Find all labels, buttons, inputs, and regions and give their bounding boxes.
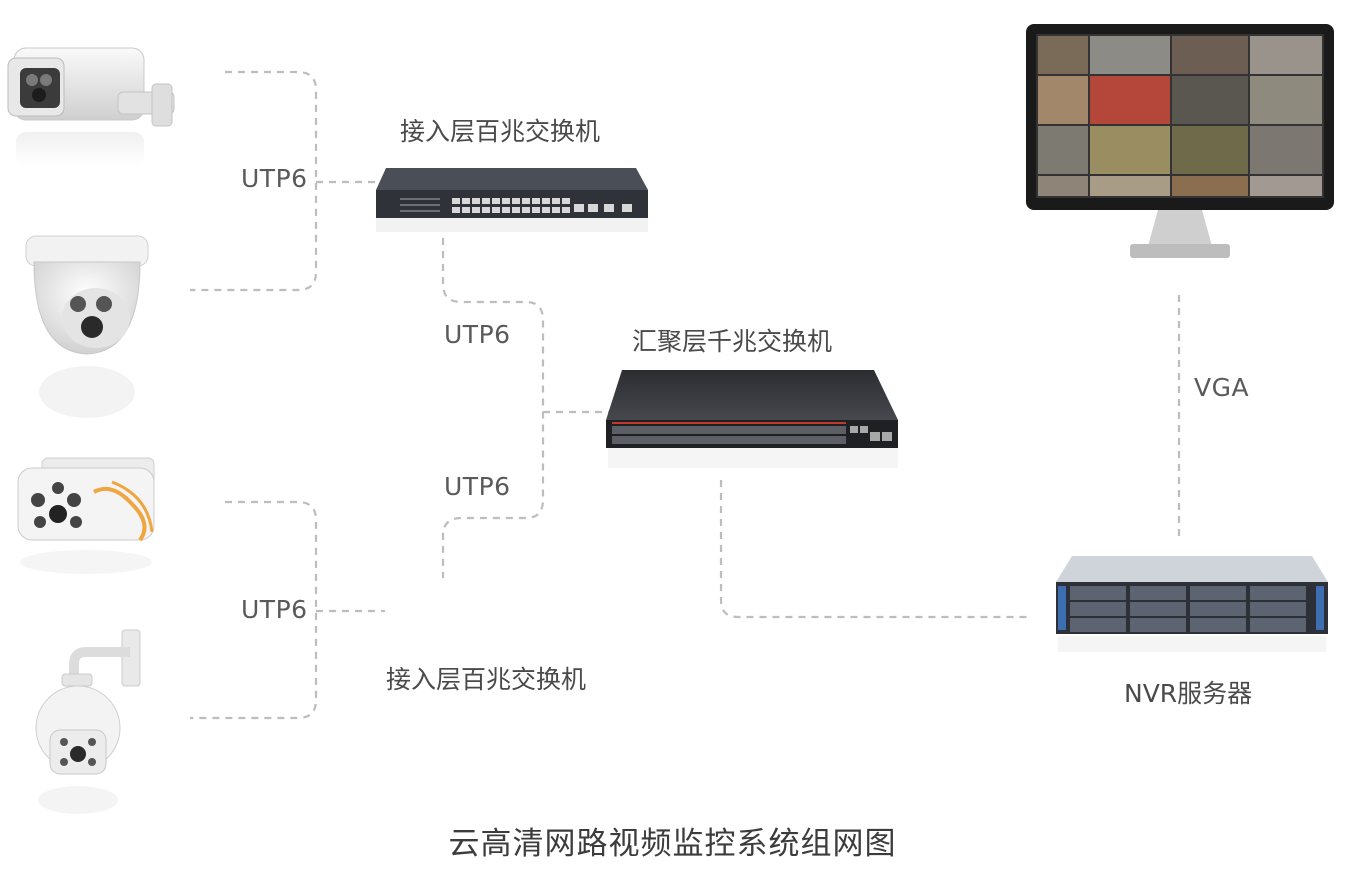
diagram-title: 云高清网路视频监控系统组网图 bbox=[448, 826, 897, 862]
infrared-bullet-camera-icon bbox=[12, 452, 160, 577]
utp-label-bottom-left: UTP6 bbox=[241, 595, 308, 624]
access-switch-top-icon bbox=[374, 168, 650, 234]
nvr-server-icon bbox=[1054, 556, 1330, 656]
monitor-icon bbox=[1026, 24, 1334, 262]
nvr-server-label: NVR服务器 bbox=[1124, 679, 1253, 708]
surveillance-grid-icon bbox=[1038, 36, 1322, 196]
utp-label-mid-upper: UTP6 bbox=[444, 320, 511, 349]
link-camera1 bbox=[190, 70, 318, 292]
link-aggregation-nvr bbox=[719, 480, 1030, 619]
bullet-camera-icon bbox=[6, 40, 178, 170]
access-switch-bottom-label: 接入层百兆交换机 bbox=[386, 665, 587, 694]
vga-label: VGA bbox=[1194, 373, 1250, 402]
link-access-top-aggregation bbox=[441, 238, 545, 578]
utp-label-mid-lower: UTP6 bbox=[444, 472, 511, 501]
utp-label-top-left: UTP6 bbox=[241, 164, 308, 193]
aggregation-switch-label: 汇聚层千兆交换机 bbox=[632, 327, 833, 356]
access-switch-top-label: 接入层百兆交换机 bbox=[400, 117, 601, 146]
ptz-speed-dome-icon bbox=[34, 628, 146, 818]
aggregation-switch-icon bbox=[604, 370, 900, 470]
dome-camera-icon bbox=[22, 232, 152, 422]
link-camera3 bbox=[190, 500, 318, 720]
